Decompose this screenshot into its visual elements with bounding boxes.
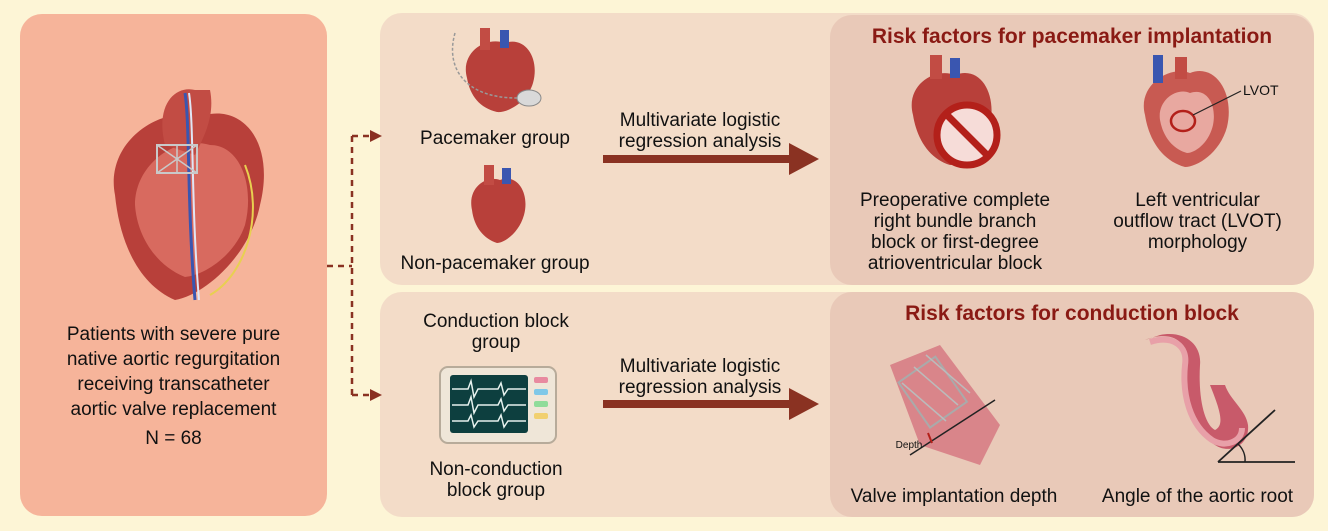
- factor-rbbb-line-3: block or first-degree: [871, 232, 1039, 253]
- top-analysis-line-1: Multivariate logistic: [619, 110, 781, 131]
- top-analysis-line-2: regression analysis: [618, 131, 782, 152]
- factor-rbbb-line-2: right bundle branch: [873, 211, 1037, 232]
- factor-rbbb-line-4: atrioventricular block: [867, 253, 1043, 274]
- bottom-analysis-arrow: [603, 388, 819, 420]
- top-analysis-arrow: [603, 143, 819, 175]
- valve-depth-illustration: [890, 345, 1000, 465]
- lvot-heart-icon: [1143, 55, 1242, 167]
- depth-label: Depth: [895, 440, 923, 451]
- tavr-heart-illustration: [113, 89, 264, 301]
- bottom-analysis-line-1: Multivariate logistic: [619, 356, 781, 377]
- pacemaker-group-label: Pacemaker group: [420, 128, 570, 149]
- factor-lvot-line-1: Left ventricular: [1135, 190, 1260, 211]
- factor-rbbb-line-1: Preoperative complete: [859, 190, 1051, 211]
- patients-line-3: receiving transcatheter: [77, 374, 270, 395]
- pacemaker-risk-title: Risk factors for pacemaker implantation: [871, 25, 1273, 48]
- heart-icon: [471, 165, 526, 243]
- bottom-analysis-line-2: regression analysis: [618, 377, 782, 398]
- pacemaker-risk-panel: [830, 15, 1314, 285]
- blocked-heart-icon: [911, 55, 1001, 169]
- patients-count: N = 68: [145, 428, 202, 449]
- non-conduction-block-group-line-2: block group: [446, 480, 546, 501]
- factor-lvot-line-2: outflow tract (LVOT): [1113, 211, 1282, 232]
- non-conduction-block-group-line-1: Non-conduction: [429, 459, 563, 480]
- lvot-label: LVOT: [1243, 82, 1279, 98]
- factor-lvot-line-3: morphology: [1147, 232, 1248, 253]
- aortic-root-angle-illustration: [1145, 334, 1295, 463]
- factor-aortic-angle: Angle of the aortic root: [1101, 486, 1294, 507]
- conduction-block-group-line-1: Conduction block: [423, 311, 569, 332]
- patients-line-4: aortic valve replacement: [70, 399, 277, 420]
- ecg-monitor-icon: [439, 366, 557, 444]
- factor-valve-depth: Valve implantation depth: [850, 486, 1058, 507]
- patients-line-2: native aortic regurgitation: [66, 349, 281, 370]
- pacemaker-heart-icon: [451, 28, 542, 113]
- conduction-risk-title: Risk factors for conduction block: [905, 302, 1239, 325]
- non-pacemaker-group-label: Non-pacemaker group: [400, 253, 590, 274]
- conduction-block-group-line-2: group: [471, 332, 521, 353]
- patients-line-1: Patients with severe pure: [66, 324, 281, 345]
